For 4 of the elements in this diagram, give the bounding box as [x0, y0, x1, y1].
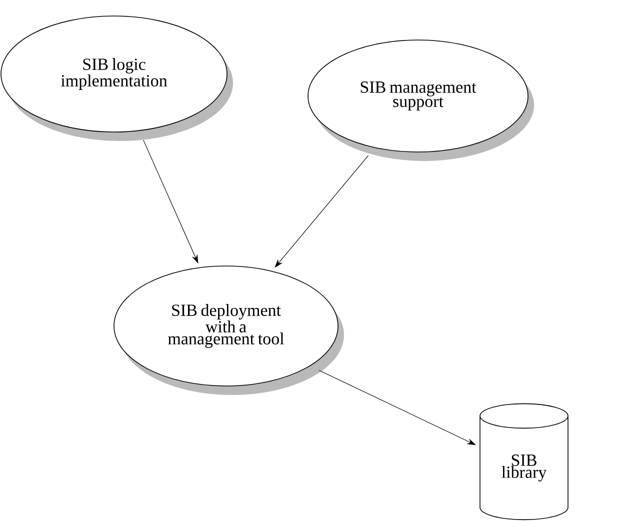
- ellipse-node: SIB deployment with a management tool: [114, 266, 344, 395]
- database-cylinder: SIB library: [480, 403, 568, 520]
- ellipse-node: SIB management support: [308, 40, 534, 161]
- ellipse-node: SIB logic implementation: [0, 16, 233, 141]
